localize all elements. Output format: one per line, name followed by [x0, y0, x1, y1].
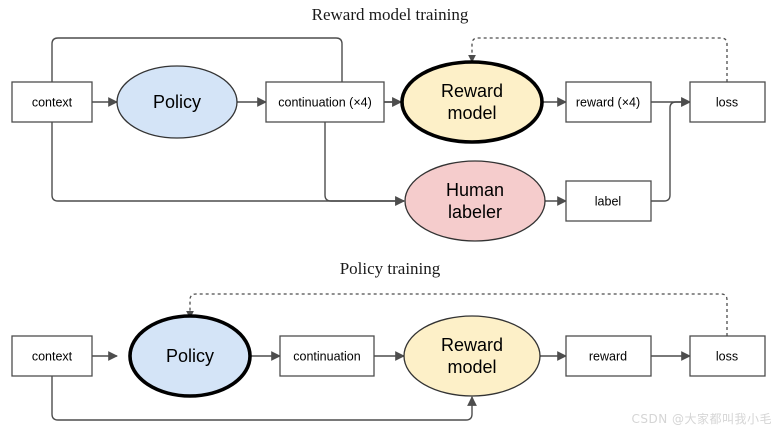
edge-context-to-human-labeler [51, 122, 405, 206]
node-continuation-policy[interactable]: continuation [279, 335, 375, 377]
node-loss-reward-label: loss [716, 95, 738, 109]
node-reward-model-trained[interactable]: Reward model [400, 60, 544, 144]
node-reward-policy-label: reward [589, 349, 627, 363]
node-loss-policy-label: loss [716, 349, 738, 363]
node-loss-reward[interactable]: loss [689, 81, 766, 123]
edge-continuation-to-human-labeler [324, 122, 405, 206]
node-loss-policy[interactable]: loss [689, 335, 766, 377]
node-reward-model-policy-label-line1: Reward [441, 335, 503, 355]
node-reward-model-policy-ellipse [403, 315, 541, 397]
section-reward-model-training: Reward model training [11, 5, 766, 242]
node-reward-model-policy[interactable]: Reward model [403, 315, 541, 397]
node-continuation-policy-box [279, 335, 375, 377]
node-context-policy-label: context [32, 349, 73, 363]
node-reward-model-trained-label-line2: model [447, 103, 496, 123]
node-policy-reward-label: Policy [153, 92, 201, 112]
node-policy-trained-label: Policy [166, 346, 214, 366]
node-context-reward-label: context [32, 95, 73, 109]
node-human-labeler-ellipse [404, 160, 546, 242]
node-policy-reward-ellipse [116, 65, 238, 139]
node-loss-reward-box [689, 81, 766, 123]
node-continuation-x4-box [265, 81, 385, 123]
edge-label-to-loss [651, 97, 691, 202]
node-human-labeler[interactable]: Human labeler [404, 160, 546, 242]
node-label-box-rect [565, 180, 652, 222]
node-reward-policy[interactable]: reward [565, 335, 652, 377]
node-policy-reward[interactable]: Policy [116, 65, 238, 139]
node-continuation-x4-label: continuation (×4) [278, 95, 371, 109]
section-title-reward-model-training: Reward model training [312, 5, 469, 24]
node-label-box[interactable]: label [565, 180, 652, 222]
section-title-policy-training: Policy training [340, 259, 441, 278]
node-reward-policy-box [565, 335, 652, 377]
node-human-labeler-label-line2: labeler [448, 202, 502, 222]
node-continuation-policy-label: continuation [293, 349, 360, 363]
node-human-labeler-label-line1: Human [446, 180, 504, 200]
edge-loss-to-reward-model-dashed [468, 37, 728, 82]
node-reward-x4-box [565, 81, 652, 123]
node-context-reward[interactable]: context [11, 81, 93, 123]
node-loss-policy-box [689, 335, 766, 377]
node-policy-trained-ellipse [128, 314, 252, 398]
node-label-box-label: label [595, 194, 621, 208]
node-reward-model-trained-label-line1: Reward [441, 81, 503, 101]
node-continuation-x4[interactable]: continuation (×4) [265, 81, 385, 123]
node-policy-trained[interactable]: Policy [128, 314, 252, 398]
node-reward-x4-label: reward (×4) [576, 95, 640, 109]
watermark-text: CSDN @大家都叫我小毛 [631, 412, 772, 426]
node-context-reward-box [11, 81, 93, 123]
edge-group-policy-training [51, 293, 728, 421]
edge-loss-to-policy-dashed [186, 293, 728, 336]
node-reward-x4[interactable]: reward (×4) [565, 81, 652, 123]
node-reward-model-trained-ellipse [400, 60, 544, 144]
node-context-policy-box [11, 335, 93, 377]
edge-context-to-reward-model-policy [51, 376, 477, 421]
node-context-policy[interactable]: context [11, 335, 93, 377]
node-reward-model-policy-label-line2: model [447, 357, 496, 377]
section-policy-training: Policy training context Policy [11, 259, 766, 421]
